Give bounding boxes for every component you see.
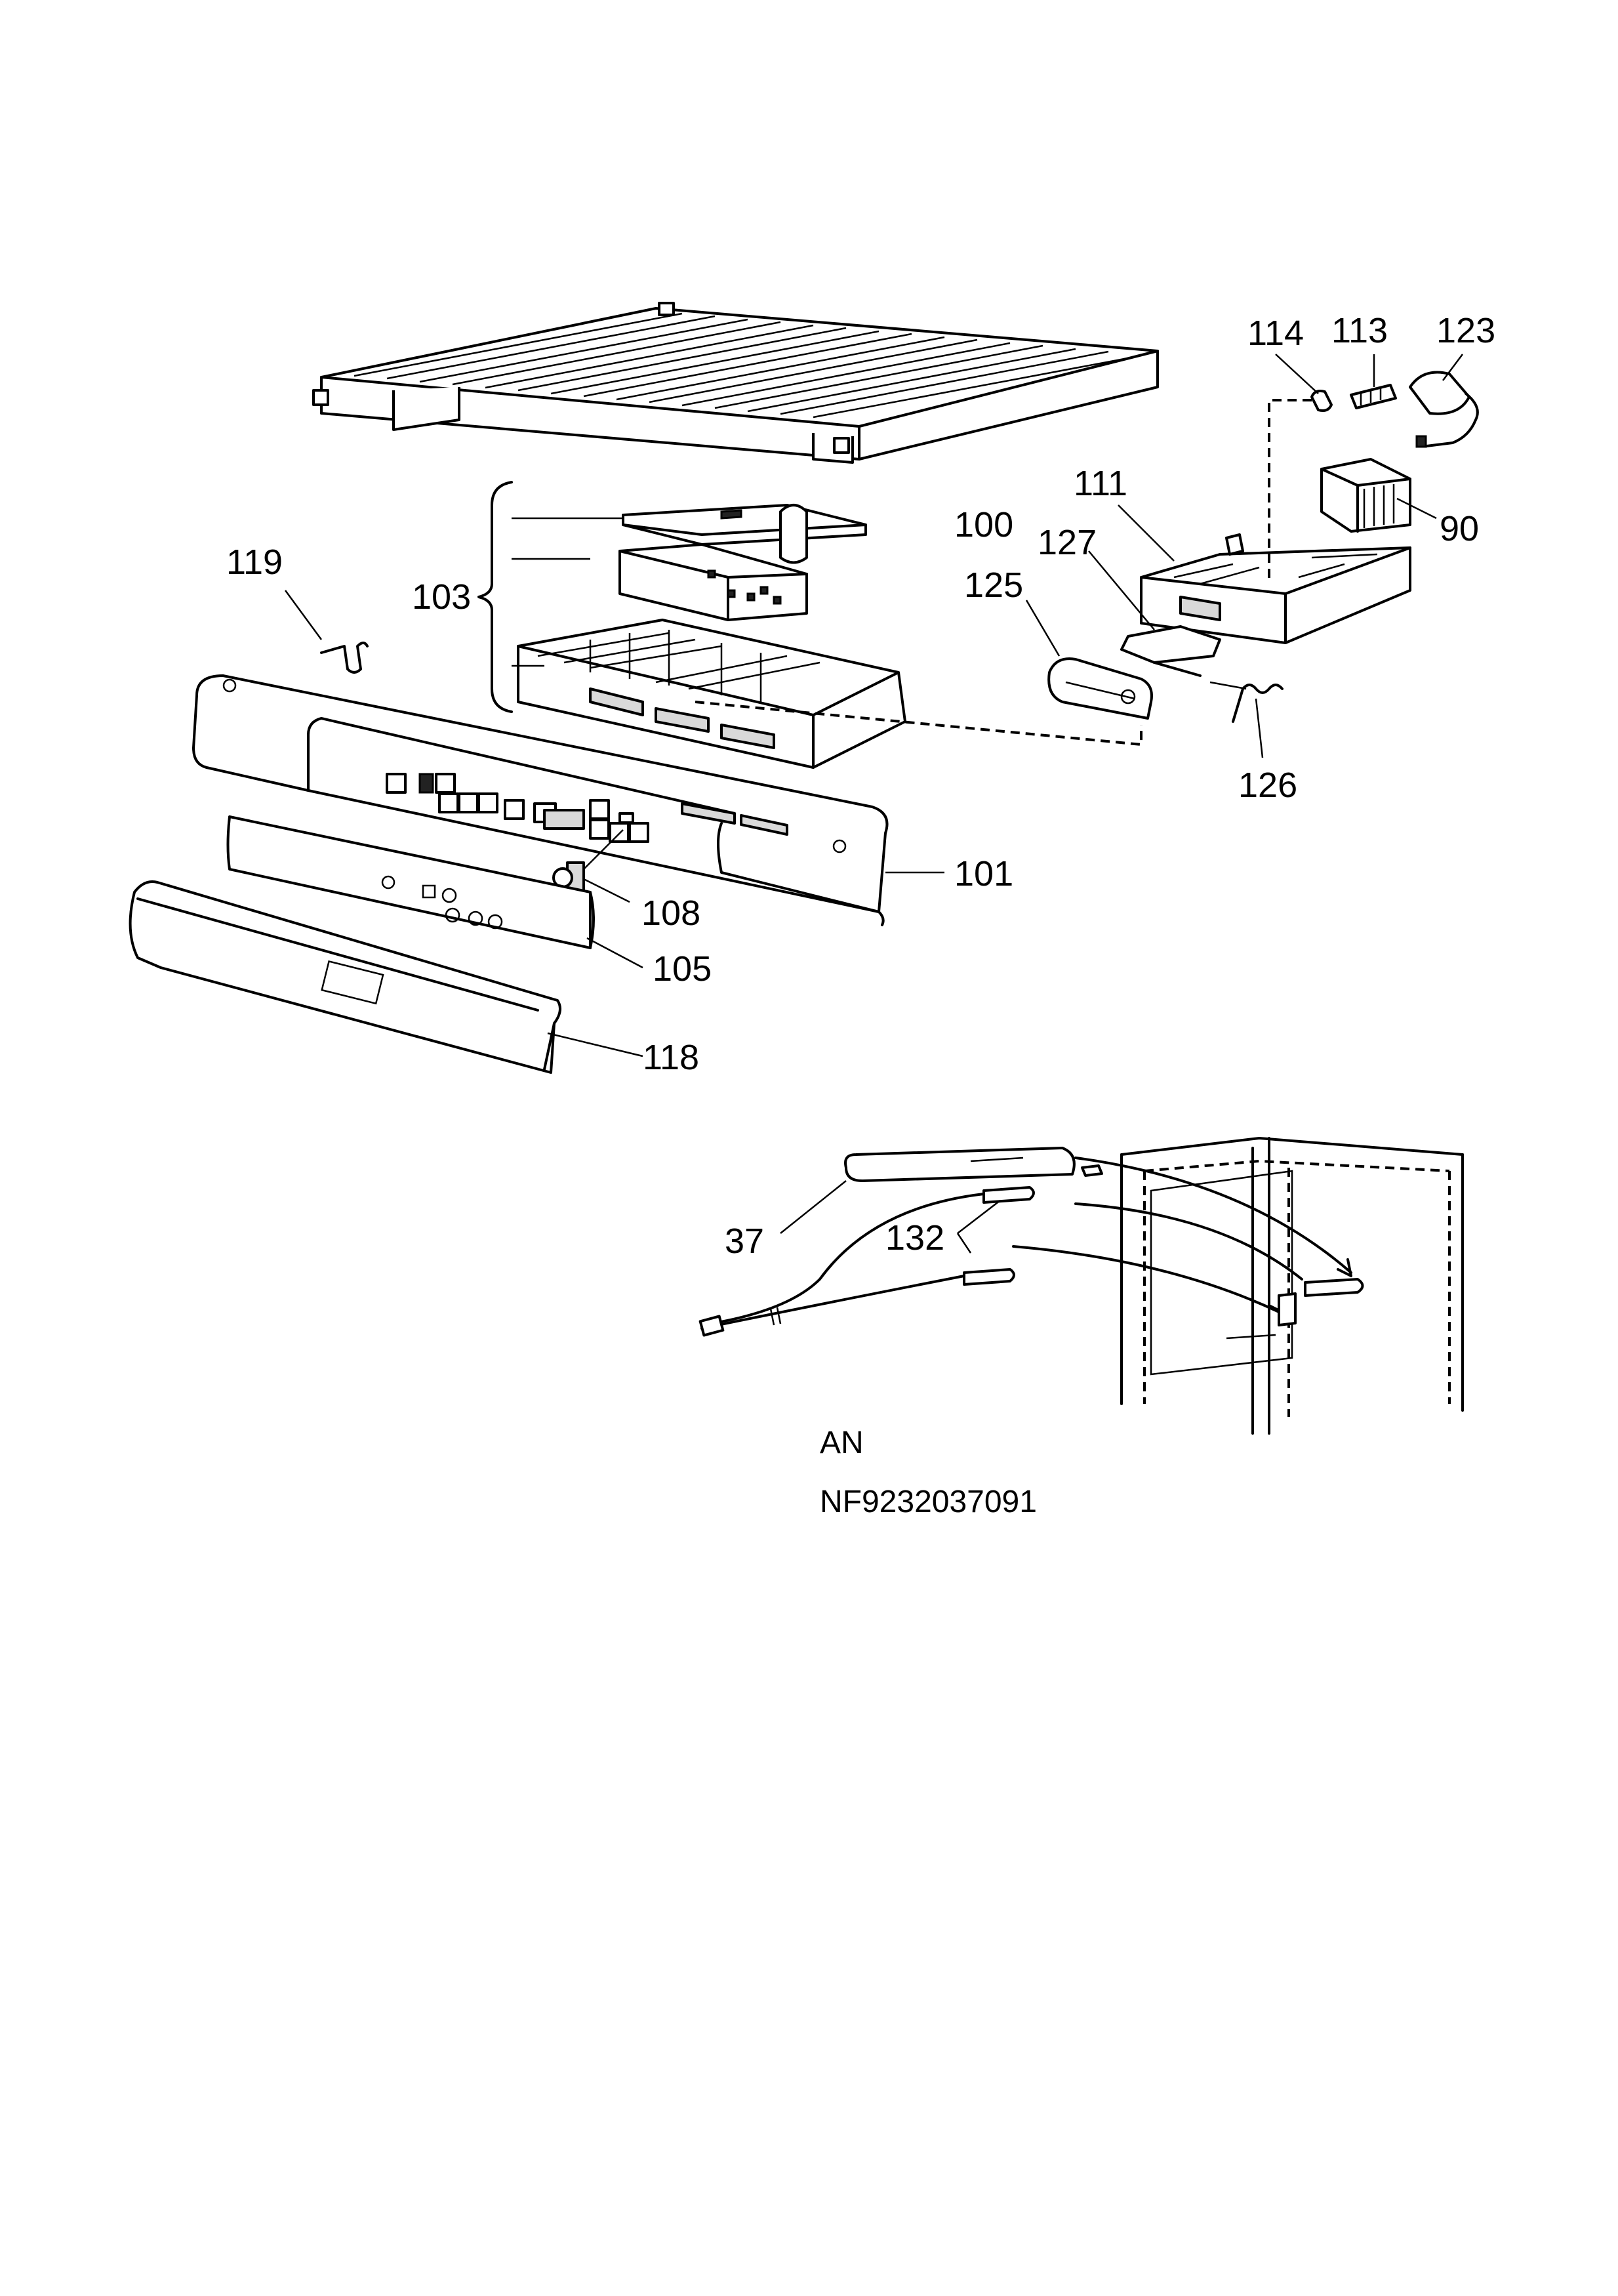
connection-dash-103-125 bbox=[695, 701, 1143, 747]
label-132: 132 bbox=[885, 1218, 944, 1258]
label-108: 108 bbox=[641, 893, 700, 933]
label-123: 123 bbox=[1436, 311, 1495, 350]
part-100-top-cover bbox=[312, 302, 1159, 464]
label-90: 90 bbox=[1440, 509, 1479, 548]
part-127-lamp-holder bbox=[1088, 550, 1221, 677]
part-114-lamp-socket bbox=[1275, 354, 1333, 412]
label-113: 113 bbox=[1331, 311, 1388, 350]
label-126: 126 bbox=[1238, 766, 1297, 805]
label-37: 37 bbox=[725, 1221, 764, 1261]
part-113-lamp bbox=[1350, 354, 1397, 409]
part-90-transformer bbox=[1320, 458, 1437, 533]
language-code: AN bbox=[820, 1425, 864, 1460]
part-111-lamp-housing bbox=[1118, 504, 1411, 644]
part-125-lamp-door bbox=[1025, 600, 1153, 720]
part-105-fascia bbox=[226, 815, 643, 969]
cabinet-outline bbox=[1120, 1137, 1464, 1435]
label-125: 125 bbox=[964, 565, 1023, 605]
label-118: 118 bbox=[643, 1038, 699, 1077]
part-103-electronic-module bbox=[477, 481, 906, 769]
label-100: 100 bbox=[954, 505, 1013, 544]
part-123-lamp-cover bbox=[1409, 354, 1479, 448]
part-119-clip bbox=[284, 590, 369, 674]
part-37-sensor-holder bbox=[780, 1147, 1364, 1297]
label-101: 101 bbox=[954, 854, 1013, 893]
part-118-front-trim bbox=[129, 880, 643, 1074]
document-number: NF9232037091 bbox=[820, 1485, 1037, 1519]
label-114: 114 bbox=[1247, 314, 1304, 353]
label-103: 103 bbox=[412, 577, 471, 617]
part-126-spring bbox=[1209, 681, 1284, 758]
label-127: 127 bbox=[1038, 523, 1097, 562]
label-111: 111 bbox=[1074, 464, 1127, 503]
label-105: 105 bbox=[653, 949, 712, 989]
part-101-control-panel bbox=[192, 674, 944, 926]
label-119: 119 bbox=[226, 543, 283, 582]
part-132-sensor-wires bbox=[698, 1164, 1303, 1340]
